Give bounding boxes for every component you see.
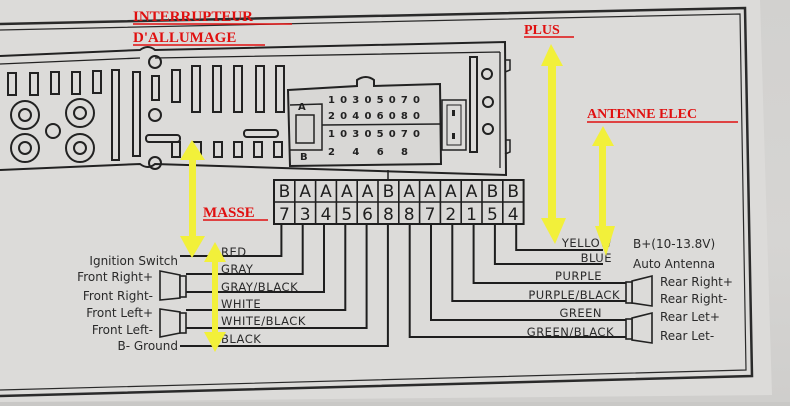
- wire: [493, 224, 603, 265]
- connector-a-label: A: [298, 102, 306, 113]
- wire: [186, 224, 368, 329]
- left-function-label: B- Ground: [117, 339, 178, 353]
- pin-number: 8: [383, 205, 394, 225]
- right-wire-color-label: PURPLE/BLACK: [528, 288, 620, 302]
- wire: [408, 224, 626, 338]
- wire: [430, 224, 626, 321]
- pin-letter: B: [383, 182, 395, 202]
- pin-number: 4: [321, 205, 332, 225]
- right-function-label: Auto Antenna: [633, 257, 715, 271]
- pin-number: 2: [445, 205, 456, 225]
- right-wire-labels: YELLOW B+(10-13.8V) BLUE Auto AntennaPURPLE…: [527, 236, 733, 343]
- pin-letter: B: [279, 182, 291, 202]
- pin-number: 4: [508, 205, 519, 225]
- left-function-label: Front Right-: [83, 289, 153, 303]
- speaker-icon: [159, 270, 187, 338]
- connector-a-row2: 2 0 4 0 6 0 8 0: [328, 111, 420, 122]
- pin-number: 5: [341, 205, 352, 225]
- pin-letter: B: [487, 182, 499, 202]
- right-function-label: Rear Right+: [660, 275, 733, 289]
- pin-number: 1: [466, 205, 477, 225]
- left-wire-color-label: GRAY/BLACK: [221, 280, 298, 294]
- wire: [186, 224, 304, 275]
- iso-connector-header: A B 1 0 3 0 5 0 7 0 2 0 4 0 6 0 8 0 1 0 …: [286, 76, 467, 168]
- pin-letter: A: [362, 182, 374, 202]
- left-wire-labels: Ignition Switch RED Front Right+ GRAY Front …: [77, 245, 306, 353]
- pin-letter: A: [445, 182, 457, 202]
- plus-annotation: PLUS: [524, 23, 560, 38]
- pin-letter: A: [341, 182, 353, 202]
- left-function-label: Front Right+: [77, 270, 153, 284]
- annotation-arrows: [180, 44, 615, 352]
- right-function-label: Rear Right-: [660, 292, 727, 306]
- pin-letter: A: [320, 182, 332, 202]
- wire: [186, 224, 325, 293]
- antenna-annotation: ANTENNE ELEC: [587, 107, 697, 122]
- pin-letter: A: [466, 182, 478, 202]
- wire: [472, 224, 626, 284]
- right-function-label: B+(10-13.8V): [633, 237, 715, 251]
- pin-number: 7: [279, 205, 290, 225]
- right-wire-color-label: PURPLE: [555, 269, 602, 283]
- right-function-label: Rear Let-: [660, 329, 714, 343]
- left-function-label: Front Left-: [92, 323, 153, 337]
- ignition-annotation-line2: D'ALLUMAGE: [133, 30, 236, 46]
- wire: [451, 224, 626, 302]
- ignition-arrow-icon: [180, 140, 205, 258]
- connector-b-row2: 2 4 6 8: [328, 147, 408, 158]
- right-wire-color-label: BLUE: [581, 251, 612, 265]
- left-wire-color-label: WHITE: [221, 297, 261, 311]
- ignition-annotation-line1: INTERRUPTEUR: [133, 9, 253, 25]
- connector-b-row1: 1 0 3 0 5 0 7 0: [328, 129, 420, 140]
- wire: [515, 224, 603, 251]
- pin-letter: A: [424, 182, 436, 202]
- connector-b-label: B: [300, 152, 308, 163]
- right-wire-color-label: GREEN: [559, 306, 602, 320]
- connector-a-row1: 1 0 3 0 5 0 7 0: [328, 95, 420, 106]
- left-function-label: Front Left+: [86, 306, 153, 320]
- pin-letter: A: [403, 182, 415, 202]
- wire: [186, 224, 347, 311]
- radio-head-unit: [0, 40, 511, 177]
- ground-arrow-icon: [204, 242, 226, 352]
- antenna-arrow-icon: [592, 126, 615, 256]
- pin-number: 3: [300, 205, 311, 225]
- left-function-label: Ignition Switch: [89, 254, 178, 268]
- pin-number: 7: [425, 205, 436, 225]
- right-function-label: Rear Let+: [660, 310, 720, 324]
- pin-number: 8: [404, 205, 415, 225]
- speaker-icon: [625, 274, 653, 344]
- pin-letter: B: [507, 182, 519, 202]
- left-wire-color-label: RED: [221, 245, 247, 259]
- pin-letter: A: [299, 182, 311, 202]
- right-wire-color-label: GREEN/BLACK: [527, 325, 614, 339]
- pin-number: 5: [487, 205, 498, 225]
- wire: [180, 224, 389, 347]
- right-wire-color-label: YELLOW: [561, 236, 612, 250]
- left-wire-color-label: GRAY: [221, 262, 254, 276]
- wire-harness: [180, 224, 626, 347]
- pin-number: 6: [362, 205, 373, 225]
- left-wire-color-label: WHITE/BLACK: [221, 314, 306, 328]
- left-wire-color-label: BLACK: [221, 332, 261, 346]
- annotations: INTERRUPTEUR D'ALLUMAGE PLUS ANTENNE ELE…: [133, 9, 738, 221]
- plus-arrow-icon: [541, 44, 566, 244]
- ground-annotation: MASSE: [203, 205, 255, 221]
